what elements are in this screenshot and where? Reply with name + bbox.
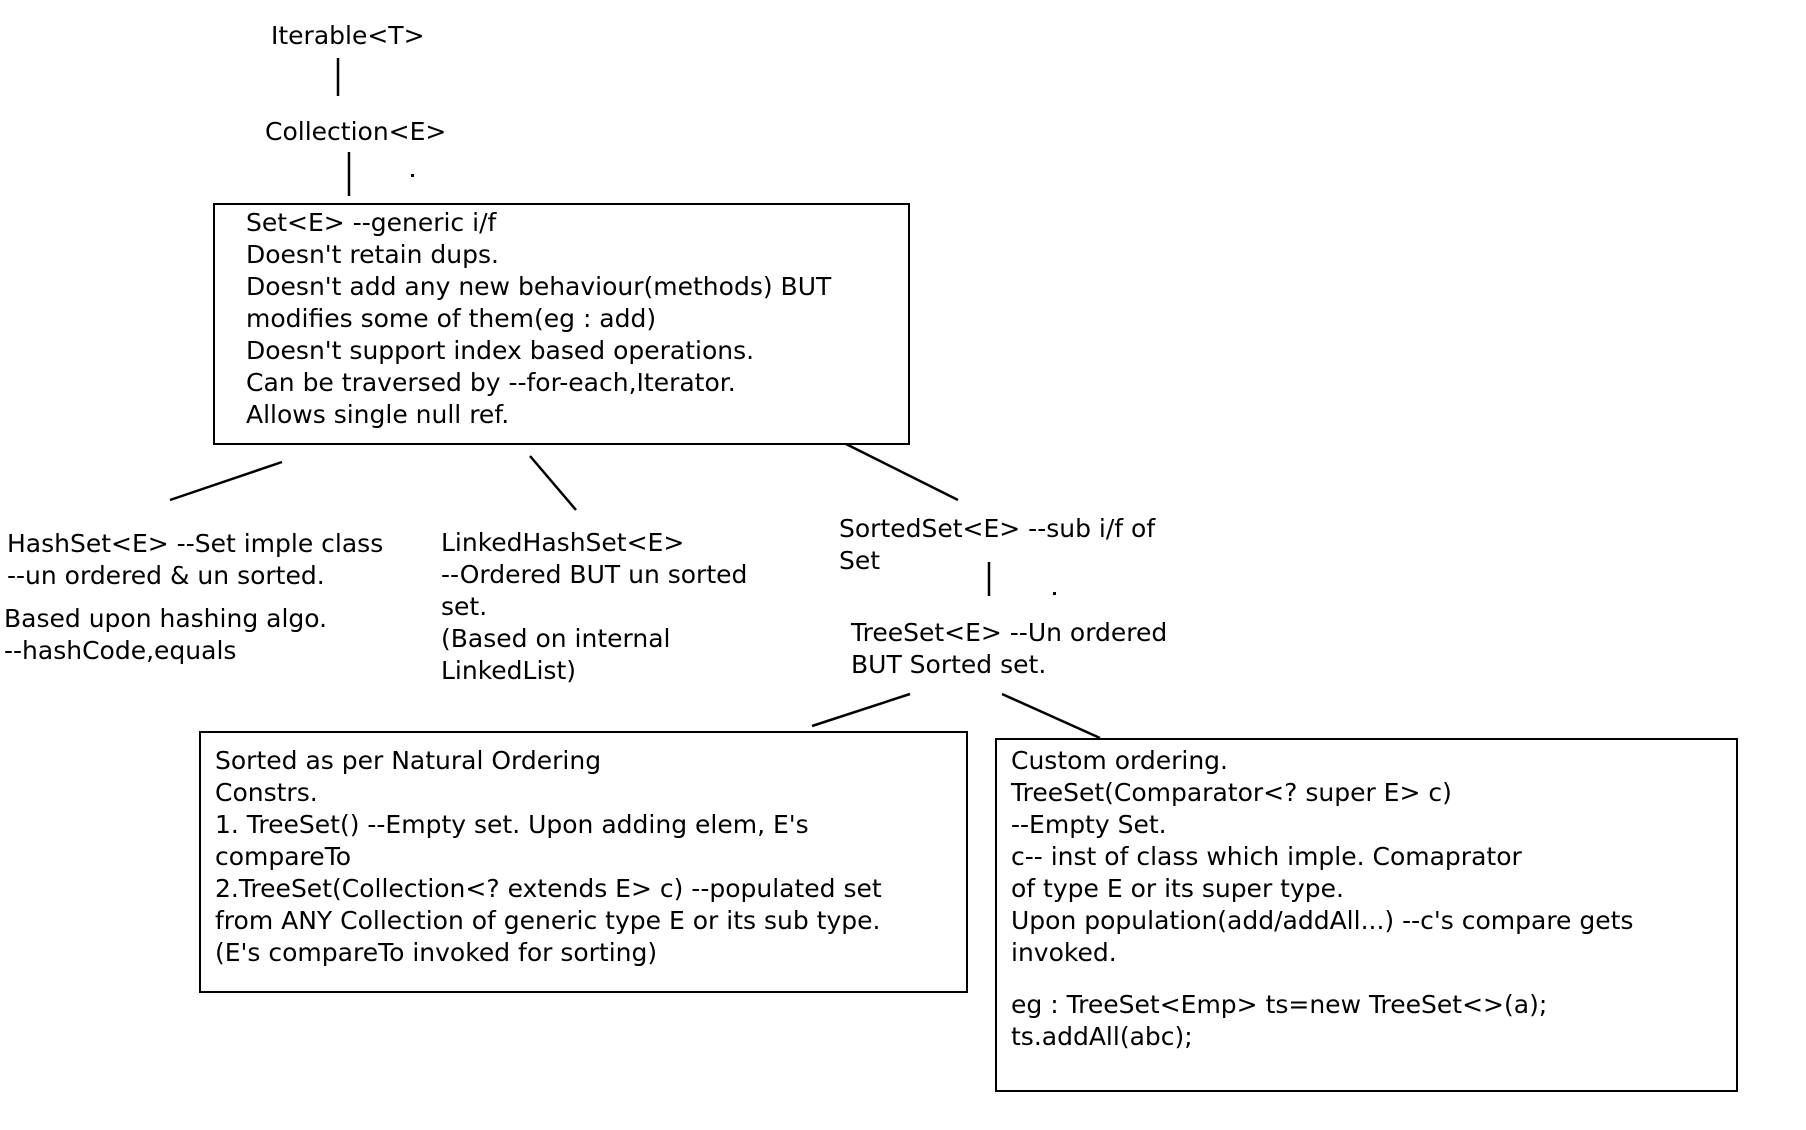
treeset-line: BUT Sorted set.: [851, 650, 1047, 679]
sortedset-line: SortedSet<E> --sub i/f of: [839, 514, 1156, 543]
connector-set-sortedset: [845, 442, 959, 502]
sortedset-line: Set: [839, 546, 881, 575]
set-box-line: modifies some of them(eg : add): [246, 304, 657, 333]
set-box-line: Can be traversed by --for-each,Iterator.: [246, 368, 736, 397]
custom-box-line: of type E or its super type.: [1011, 874, 1344, 903]
connector-set-linkedhashset: [529, 455, 577, 511]
linkedhashset-line: LinkedHashSet<E>: [441, 528, 685, 557]
custom-ordering-box: Custom ordering. TreeSet(Comparator<? su…: [995, 738, 1738, 1092]
iterable-node: Iterable<T>: [271, 21, 425, 50]
linkedhashset-line: LinkedList): [441, 656, 577, 685]
set-box-line: Allows single null ref.: [246, 400, 510, 429]
custom-box-line: --Empty Set.: [1011, 810, 1167, 839]
stray-dot: [411, 174, 414, 177]
linkedhashset-line: (Based on internal: [441, 624, 671, 653]
connector-treeset-custom: [1001, 692, 1101, 740]
custom-box-line: Custom ordering.: [1011, 746, 1228, 775]
set-box: Set<E> --generic i/f Doesn't retain dups…: [213, 203, 910, 445]
hashset-line: --un ordered & un sorted.: [7, 561, 325, 590]
natural-box-line: Constrs.: [215, 778, 318, 807]
natural-box-line: from ANY Collection of generic type E or…: [215, 906, 881, 935]
natural-ordering-box: Sorted as per Natural Ordering Constrs. …: [199, 731, 968, 993]
set-box-line: Doesn't retain dups.: [246, 240, 499, 269]
linkedhashset-line: set.: [441, 592, 488, 621]
connector-treeset-natural: [811, 692, 911, 728]
hashset-line: --hashCode,equals: [4, 636, 237, 665]
custom-box-line: ts.addAll(abc);: [1011, 1022, 1193, 1051]
natural-box-line: Sorted as per Natural Ordering: [215, 746, 602, 775]
hashset-line: HashSet<E> --Set imple class: [7, 529, 384, 558]
natural-box-line: 2.TreeSet(Collection<? extends E> c) --p…: [215, 874, 882, 903]
custom-box-line: [1011, 969, 1736, 989]
custom-box-line: eg : TreeSet<Emp> ts=new TreeSet<>(a);: [1011, 990, 1548, 1019]
set-box-line: Doesn't add any new behaviour(methods) B…: [246, 272, 832, 301]
custom-box-line: TreeSet(Comparator<? super E> c): [1011, 778, 1452, 807]
set-box-line: Set<E> --generic i/f: [246, 208, 497, 237]
stray-dot: [1053, 592, 1056, 595]
custom-box-line: invoked.: [1011, 938, 1117, 967]
hashset-line: Based upon hashing algo.: [4, 604, 328, 633]
treeset-line: TreeSet<E> --Un ordered: [851, 618, 1168, 647]
set-box-line: Doesn't support index based operations.: [246, 336, 755, 365]
natural-box-line: compareTo: [215, 842, 352, 871]
natural-box-line: 1. TreeSet() --Empty set. Upon adding el…: [215, 810, 809, 839]
collection-node: Collection<E>: [265, 117, 447, 146]
custom-box-line: Upon population(add/addAll...) --c's com…: [1011, 906, 1634, 935]
linkedhashset-line: --Ordered BUT un sorted: [441, 560, 748, 589]
natural-box-line: (E's compareTo invoked for sorting): [215, 938, 658, 967]
connector-set-hashset: [169, 460, 283, 502]
custom-box-line: c-- inst of class which imple. Comaprato…: [1011, 842, 1522, 871]
